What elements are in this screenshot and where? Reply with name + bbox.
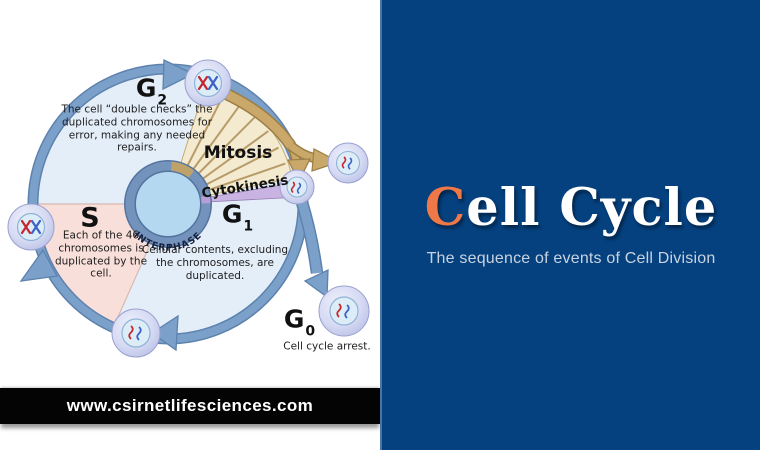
cell-chromatin-daughter2-icon — [327, 142, 369, 184]
g2-phase-label: G2 — [135, 73, 168, 109]
mitosis-label: Mitosis — [203, 143, 273, 163]
top-arrowhead — [162, 58, 195, 91]
title-first-letter: C — [424, 177, 467, 238]
website-url: www.csirnetlifesciences.com — [66, 396, 314, 415]
cell-duplicated-chromosomes-left-icon — [7, 203, 55, 251]
left-arrowhead — [19, 248, 59, 282]
cell-chromatin-bottom-icon — [111, 308, 161, 358]
g1-note: Cellular contents, excluding the chromos… — [141, 243, 289, 282]
interphase-ring: INTERPHASE — [124, 160, 212, 254]
mitosis-division-arrow — [219, 86, 341, 183]
s-phase-label: S — [80, 202, 100, 234]
cell-chromatin-daughter1-icon — [279, 169, 315, 205]
cell-cycle-diagram-panel: INTERPHASE — [0, 58, 380, 424]
cell-duplicated-chromosomes-top-icon — [184, 59, 232, 107]
bottom-arrowhead — [150, 314, 179, 352]
cycle-arrowheads — [19, 58, 195, 352]
ring-cytokinesis-segment — [200, 195, 211, 204]
footer-url-bar: www.csirnetlifesciences.com — [0, 388, 380, 424]
page-title: Cell Cycle — [425, 182, 718, 234]
s-note: Each of the 46 chromosomes is duplicated… — [54, 229, 148, 280]
cell-cycle-diagram: INTERPHASE — [7, 58, 370, 358]
cell-chromatin-g0-icon — [318, 285, 370, 337]
g0-note: Cell cycle arrest. — [283, 340, 371, 353]
title-panel: Cell Cycle The sequence of events of Cel… — [380, 0, 760, 450]
g1-phase-label: G1 — [221, 199, 254, 235]
g0-exit-arrow — [295, 197, 329, 299]
page-subtitle: The sequence of events of Cell Division — [426, 249, 716, 267]
title-rest: ell Cycle — [466, 177, 718, 238]
g2-note: The cell “double checks” the duplicated … — [61, 103, 213, 154]
ring-mitosis-segment — [170, 161, 195, 178]
g0-phase-label: G0 — [283, 304, 316, 340]
